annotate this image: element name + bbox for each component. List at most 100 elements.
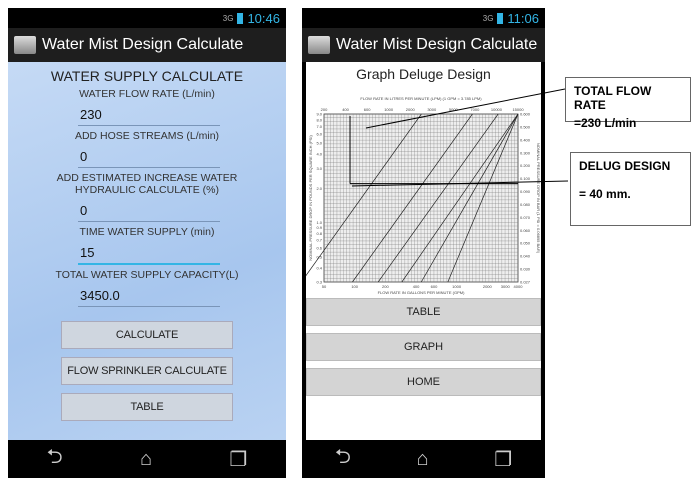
x2-tick-label: 5000 — [449, 107, 459, 112]
y2-tick-label: 0.060 — [520, 228, 531, 233]
x2-tick-label: 3000 — [427, 107, 437, 112]
back-icon[interactable]: ⮌ — [334, 446, 351, 468]
field-label: ADD HOSE STREAMS (L/min) — [74, 130, 220, 142]
home-button[interactable]: HOME — [306, 368, 541, 396]
x2-tick-label: 1000 — [384, 107, 394, 112]
y2-axis-label: NOMINAL PRESSURE DROP IN BAR (1 PSI = 0.… — [536, 143, 541, 254]
battery-icon — [237, 12, 244, 24]
y-tick-label: 8.0 — [316, 117, 322, 122]
x-axis-label: FLOW RATE IN GALLONS PER MINUTE (GPM) — [378, 290, 465, 295]
action-bar: Water Mist Design Calculate — [302, 28, 545, 62]
battery-icon — [497, 12, 504, 24]
pipe-size-line — [447, 113, 519, 283]
pipe-size-line — [377, 113, 499, 283]
y2-tick-label: 0.050 — [520, 241, 531, 246]
y-tick-label: 0.4 — [316, 265, 322, 270]
home-icon[interactable]: ⌂ — [140, 447, 153, 470]
calculate-button[interactable]: CALCULATE — [61, 321, 233, 349]
flow-sprinkler-button[interactable]: FLOW SPRINKLER CALCULATE — [61, 357, 233, 385]
signal-icon: 3G — [482, 13, 494, 23]
y2-tick-label: 0.100 — [520, 176, 531, 181]
y2-tick-label: 0.600 — [520, 112, 531, 117]
x2-tick-label: 600 — [364, 107, 371, 112]
y2-tick-label: 0.400 — [520, 137, 531, 142]
x-tick-label: 1000 — [452, 284, 462, 289]
graph-title: Graph Deluge Design — [356, 66, 491, 82]
y-tick-label: 0.7 — [316, 238, 322, 243]
app-title: Water Mist Design Calculate — [42, 36, 244, 53]
annotation-title: TOTAL FLOW RATE — [574, 84, 652, 112]
table-button[interactable]: TABLE — [61, 393, 233, 421]
y2-tick-label: 0.070 — [520, 215, 531, 220]
water-flow-rate-input[interactable]: 230 — [78, 105, 220, 126]
app-title: Water Mist Design Calculate — [336, 36, 538, 53]
signal-icon: 3G — [222, 13, 234, 23]
right-phone: 3G 11:06 Water Mist Design Calculate Grap… — [302, 8, 545, 478]
back-icon[interactable]: ⮌ — [46, 446, 63, 468]
y-tick-label: 3.0 — [316, 166, 322, 171]
annotation-value: =230 L/min — [574, 116, 637, 130]
clock: 10:46 — [247, 10, 280, 26]
table-button[interactable]: TABLE — [306, 298, 541, 326]
y-tick-label: 0.3 — [316, 280, 322, 285]
x2-tick-label: 10000 — [491, 107, 503, 112]
x-tick-label: 3000 — [501, 284, 511, 289]
annotation-title: DELUG DESIGN — [579, 159, 671, 173]
delug-design-annotation: DELUG DESIGN = 40 mm. — [570, 152, 691, 226]
y-tick-label: 1.0 — [316, 220, 322, 225]
increase-percent-input[interactable]: 0 — [78, 201, 220, 222]
x2-tick-label: 400 — [342, 107, 349, 112]
clock: 11:06 — [507, 10, 539, 26]
x2-tick-label: 2000 — [406, 107, 416, 112]
pipe-size-line — [401, 113, 519, 283]
y-tick-label: 5.0 — [316, 141, 322, 146]
y-tick-label: 7.0 — [316, 124, 322, 129]
field-label: WATER FLOW RATE (L/min) — [79, 88, 215, 100]
x2-tick-label: 7000 — [470, 107, 480, 112]
pipe-size-line — [352, 113, 473, 283]
y-tick-label: 0.9 — [316, 225, 322, 230]
home-icon[interactable]: ⌂ — [416, 447, 429, 470]
nav-bar: ⮌ ⌂ ❐ — [8, 440, 286, 478]
pipe-size-line — [420, 113, 519, 283]
y2-tick-label: 0.030 — [520, 267, 531, 272]
field-label: TIME WATER SUPPLY (min) — [79, 226, 215, 238]
y-tick-label: 9.0 — [316, 112, 322, 117]
status-bar: 3G 10:46 — [8, 8, 286, 28]
recents-icon[interactable]: ❐ — [494, 448, 513, 471]
hose-streams-input[interactable]: 0 — [78, 147, 220, 168]
total-capacity-output[interactable]: 3450.0 — [78, 286, 220, 307]
x-tick-label: 200 — [382, 284, 389, 289]
x-tick-label: 4000 — [514, 284, 524, 289]
field-label: TOTAL WATER SUPPLY CAPACITY(L) — [55, 269, 239, 281]
y2-tick-label: 0.200 — [520, 163, 531, 168]
y-tick-label: 0.6 — [316, 245, 322, 250]
page-heading: WATER SUPPLY CALCULATE — [50, 68, 244, 84]
total-flow-annotation: TOTAL FLOW RATE =230 L/min — [565, 77, 691, 130]
x2-tick-label: 200 — [321, 107, 328, 112]
field-label: ADD ESTIMATED INCREASE WATER HYDRAULIC C… — [56, 172, 238, 196]
x-tick-label: 400 — [413, 284, 420, 289]
y2-tick-label: 0.040 — [520, 254, 531, 259]
x-tick-label: 600 — [431, 284, 438, 289]
y-tick-label: 4.0 — [316, 152, 322, 157]
y-tick-label: 6.0 — [316, 132, 322, 137]
chart-title: FLOW RATE IN LITRES PER MINUTE (LPM) (1 … — [360, 96, 482, 101]
y2-tick-label: 0.090 — [520, 189, 531, 194]
action-bar: Water Mist Design Calculate — [8, 28, 286, 62]
app-icon — [308, 36, 330, 54]
pipe-size-line — [306, 113, 422, 277]
recents-icon[interactable]: ❐ — [229, 448, 248, 471]
graph-button[interactable]: GRAPH — [306, 333, 541, 361]
y2-tick-label: 0.027 — [520, 280, 531, 285]
x-tick-label: 2000 — [483, 284, 493, 289]
water-supply-form: WATER SUPPLY CALCULATE WATER FLOW RATE (… — [8, 62, 286, 440]
status-bar: 3G 11:06 — [302, 8, 545, 28]
annotation-value: = 40 mm. — [579, 187, 631, 201]
app-icon — [14, 36, 36, 54]
y-tick-label: 2.0 — [316, 186, 322, 191]
time-supply-input[interactable]: 15 — [78, 243, 220, 265]
y-axis-label: NOMINAL PRESSURE DROP IN POUNDS PER SQUA… — [308, 135, 313, 261]
